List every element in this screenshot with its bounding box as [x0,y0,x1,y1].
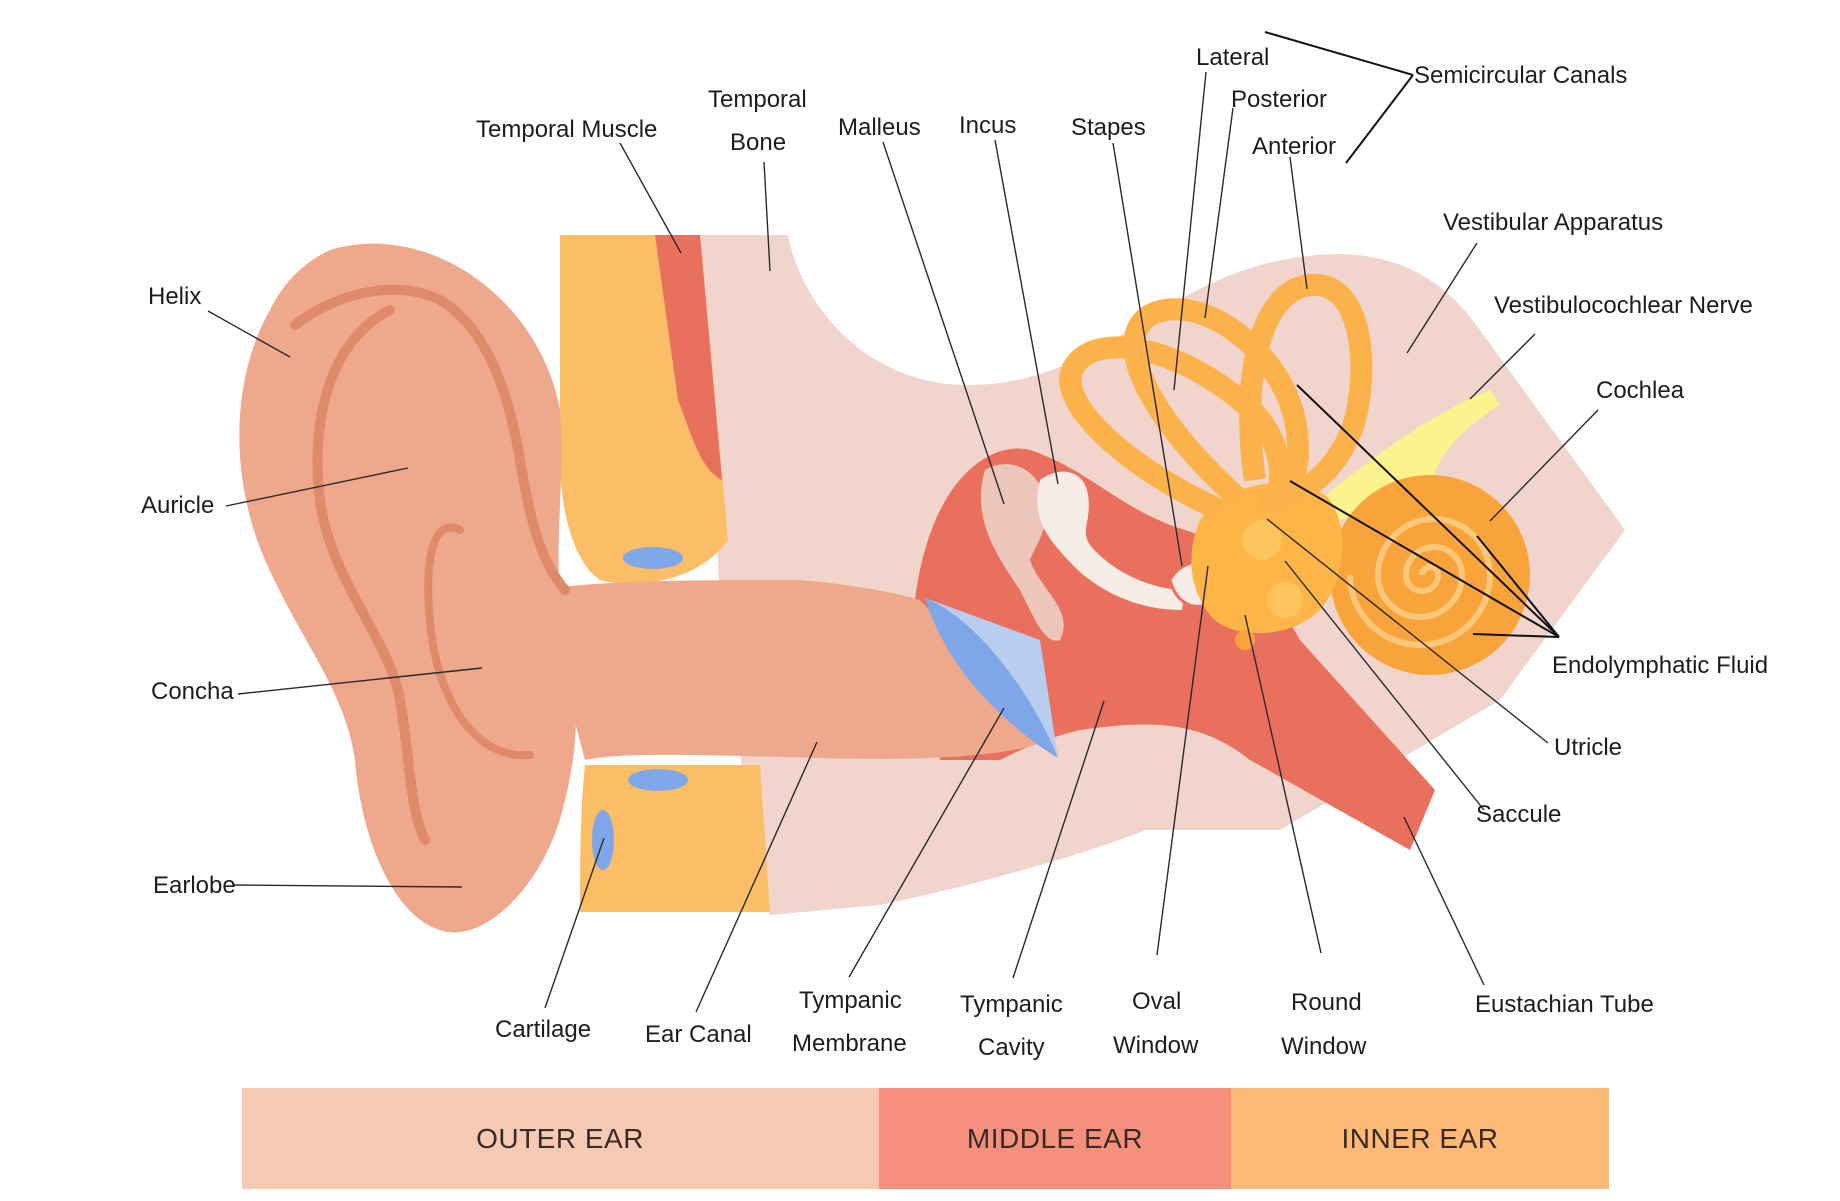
label-tympanic-cavity-line2: Cavity [978,1034,1045,1061]
saccule-shape [1267,582,1303,618]
auricle-shape [239,243,576,933]
leader-temporal-bone [763,161,771,272]
label-earlobe: Earlobe [153,872,236,899]
labels: Temporal Muscle Temporal Bone Malleus In… [141,44,1768,1061]
label-endolymphatic-fluid: Endolymphatic Fluid [1552,652,1768,679]
leader-auricle [225,467,409,507]
label-temporal-bone-line2: Bone [730,129,786,156]
label-eustachian-tube: Eustachian Tube [1475,991,1654,1018]
canal-lateral [1059,336,1291,521]
leader-helix [207,310,291,358]
leader-earlobe [233,884,463,888]
label-oval-window-line2: Window [1113,1032,1199,1059]
leader-semicircular-1 [1264,31,1414,76]
label-vestibulocochlear-nerve: Vestibulocochlear Nerve [1494,292,1753,319]
label-ear-canal: Ear Canal [645,1021,752,1048]
cartilage-lower [580,765,770,912]
leader-cochlea [1489,409,1599,522]
leader-cartilage [544,837,605,1009]
label-cochlea: Cochlea [1596,377,1685,404]
leader-tympanic-membrane [848,707,1005,978]
helix-rim [290,284,570,595]
canal-anterior [1239,273,1373,503]
leader-incus [994,139,1059,485]
section-middle-ear [879,1088,1231,1189]
label-saccule: Saccule [1476,801,1561,828]
leader-vestibular-apparatus [1406,242,1478,354]
cochlea-shape [1330,475,1530,675]
label-lateral: Lateral [1196,44,1269,71]
leader-endolymph-2 [1289,480,1560,638]
temporal-muscle-shape [655,235,722,480]
leader-concha [237,667,483,695]
leader-temporal-muscle [619,142,682,254]
lower-bone-shape [760,720,1232,915]
cochlea-spiral [1347,516,1494,648]
cartilage-spot-1 [623,547,683,569]
label-temporal-muscle: Temporal Muscle [476,116,657,143]
leader-lateral [1173,71,1207,391]
utricle-shape [1242,520,1282,560]
leader-stapes [1112,142,1183,567]
section-outer-ear [242,1088,879,1189]
ear-canal-shape [540,580,1050,760]
label-oval-window-line1: Oval [1132,988,1181,1015]
leader-eustachian-tube [1403,816,1485,986]
label-posterior: Posterior [1231,86,1327,113]
label-tympanic-membrane-line1: Tympanic [799,987,902,1014]
label-incus: Incus [959,112,1016,139]
label-round-window-line2: Window [1281,1033,1367,1060]
label-semicircular-canals: Semicircular Canals [1414,62,1627,89]
leader-oval-window [1156,565,1209,956]
label-auricle: Auricle [141,492,214,519]
label-stapes: Stapes [1071,114,1146,141]
label-tympanic-cavity-line1: Tympanic [960,991,1063,1018]
label-vestibular-apparatus: Vestibular Apparatus [1443,209,1663,236]
section-bar: OUTER EAR MIDDLE EAR INNER EAR [242,1088,1609,1189]
incus-shape [1037,471,1185,610]
nerve-shape [1320,390,1500,520]
label-anterior: Anterior [1252,133,1336,160]
leader-semicircular-2 [1345,74,1414,164]
middle-ear-cavity [915,448,1435,850]
section-inner-ear-label: INNER EAR [1342,1123,1499,1154]
leader-malleus [882,141,1005,505]
section-middle-ear-label: MIDDLE EAR [967,1123,1143,1154]
tympanic-membrane-inner [925,598,1058,758]
leader-endolymph-1 [1296,384,1560,638]
antihelix-curve [312,305,430,845]
leader-endolymph-3 [1476,535,1560,638]
section-outer-ear-label: OUTER EAR [476,1123,644,1154]
label-concha: Concha [151,678,234,705]
label-temporal-bone-line1: Temporal [708,86,807,113]
leader-round-window [1244,614,1322,954]
label-round-window-line1: Round [1291,989,1362,1016]
leader-lines [207,31,1599,1013]
label-malleus: Malleus [838,114,921,141]
label-tympanic-membrane-line2: Membrane [792,1030,907,1057]
section-inner-ear [1231,1088,1609,1189]
leader-utricle [1266,518,1549,744]
leader-posterior [1204,107,1234,319]
label-cartilage: Cartilage [495,1016,591,1043]
cartilage-spot-2 [628,769,688,791]
leader-anterior [1289,156,1308,290]
leader-vestibulocochlear-nerve [1469,333,1536,400]
leader-endolymph-4 [1472,633,1560,638]
leader-tympanic-cavity [1012,700,1105,979]
label-helix: Helix [148,283,201,310]
label-utricle: Utricle [1554,734,1622,761]
concha-curve [424,523,534,760]
leader-saccule [1284,560,1485,811]
illustration [239,235,1625,933]
canal-posterior [1123,298,1310,511]
leader-ear-canal [695,741,818,1013]
